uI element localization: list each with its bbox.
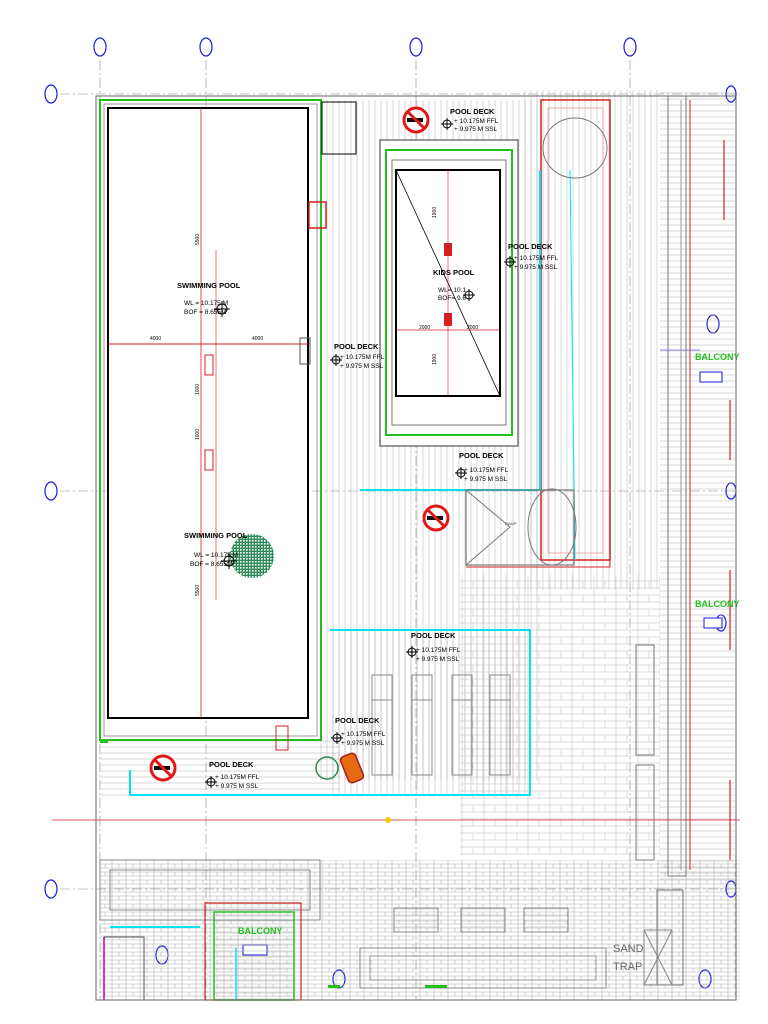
no-smoking-sign-1 [402, 106, 430, 134]
chair-icon [339, 752, 365, 784]
deck-objects [315, 752, 391, 823]
deck-low-ffl: + 10.175M FFL [341, 731, 386, 738]
dim-2000-left: 2000 [419, 325, 430, 331]
deck-label-right: POOL DECK [508, 242, 553, 251]
dim-1900-b: 1900 [432, 354, 438, 365]
deck-lounge-ssl: + 9.975 M SSL [416, 656, 460, 663]
ramp-label: RAMP [505, 521, 517, 526]
deck-label-mid: POOL DECK [334, 342, 379, 351]
sand-trap-label: SAND [613, 943, 644, 955]
pool-wl-top: WL = 10.175 M [184, 300, 228, 307]
deck-right-ffl: + 10.175M FFL [514, 255, 559, 262]
deck-label-low: POOL DECK [335, 716, 380, 725]
deck-mid-ffl: + 10.175M FFL [340, 354, 385, 361]
grid-bubble-4 [623, 37, 637, 57]
kids-pool-wl: WL= 10.1 [438, 287, 466, 294]
deck-top-ssl: + 9.975 M SSL [454, 126, 498, 133]
grid-bubble-c [44, 879, 58, 899]
grid-bubble-2 [199, 37, 213, 57]
dim-5500-b: 5500 [195, 585, 201, 596]
grid-bubble-b [44, 481, 58, 501]
kids-pool: KIDS POOL WL= 10.1 BOF= 9.6 2000 2000 19… [379, 139, 519, 447]
dim-1000-b: 1000 [195, 429, 201, 440]
dim-4000-right: 4000 [252, 336, 263, 342]
dim-1900-a: 1900 [432, 207, 438, 218]
sand-trap-label-2: TRAP [613, 961, 642, 973]
deck-top-ffl: + 10.175M FFL [454, 118, 499, 125]
deck-lounge-ffl: + 10.175M FFL [416, 647, 461, 654]
deck-bl-ssl: + 9.975 M SSL [215, 783, 259, 790]
lounge-chairs [371, 674, 511, 776]
deck-label-ramp: POOL DECK [459, 451, 504, 460]
ramp: RAMP [465, 117, 608, 567]
dim-1000-a: 1000 [195, 384, 201, 395]
grid-bubble-1 [93, 37, 107, 57]
deck-bl-ffl: + 10.175M FFL [215, 774, 260, 781]
pool-bof-top: BOF = 8.655M [184, 309, 226, 316]
pool-label-bottom: SWIMMING POOL [184, 531, 248, 540]
dim-5500: 5500 [195, 234, 201, 245]
deck-right-ssl: + 9.975 M SSL [514, 264, 558, 271]
level-markers [205, 118, 516, 788]
balcony-label-1: BALCONY [695, 352, 740, 362]
plant-icon [315, 756, 339, 780]
drain-grate [230, 534, 274, 578]
balcony-edges [723, 140, 731, 860]
balcony-label-bottom: BALCONY [238, 926, 283, 936]
kids-pool-label: KIDS POOL [433, 268, 475, 277]
grid-bubble-3 [409, 37, 423, 57]
balcony-label-2: BALCONY [695, 599, 740, 609]
pool-marker-top [214, 301, 230, 317]
main-swimming-pool: SWIMMING POOL WL = 10.175 M BOF = 8.655M… [99, 99, 357, 751]
dim-2000-right: 2000 [467, 325, 478, 331]
deck-label-bottom-left: POOL DECK [209, 760, 254, 769]
grid-bubble-a [44, 84, 58, 104]
pool-bof-bottom: BOF = 8.655M [190, 561, 232, 568]
deck-low-ssl: + 9.975 M SSL [341, 740, 385, 747]
kids-pool-bof: BOF= 9.6 [438, 295, 466, 302]
deck-mid-ssl: + 9.975 M SSL [340, 363, 384, 370]
deck-label-lounge: POOL DECK [411, 631, 456, 640]
pool-label-top: SWIMMING POOL [177, 281, 241, 290]
pool-marker-bottom [221, 553, 237, 569]
site-boundary [95, 95, 737, 1001]
dim-4000-left: 4000 [150, 336, 161, 342]
deck-label-top: POOL DECK [450, 107, 495, 116]
no-smoking-sign-3 [149, 754, 177, 782]
no-smoking-sign-2 [422, 504, 450, 532]
pool-wl-bottom: WL = 10.175 M [194, 552, 238, 559]
deck-ramp-ssl: + 9.975 M SSL [464, 476, 508, 483]
deck-ramp-ffl: + 10.175M FFL [464, 467, 509, 474]
kids-pool-marker [463, 289, 475, 301]
